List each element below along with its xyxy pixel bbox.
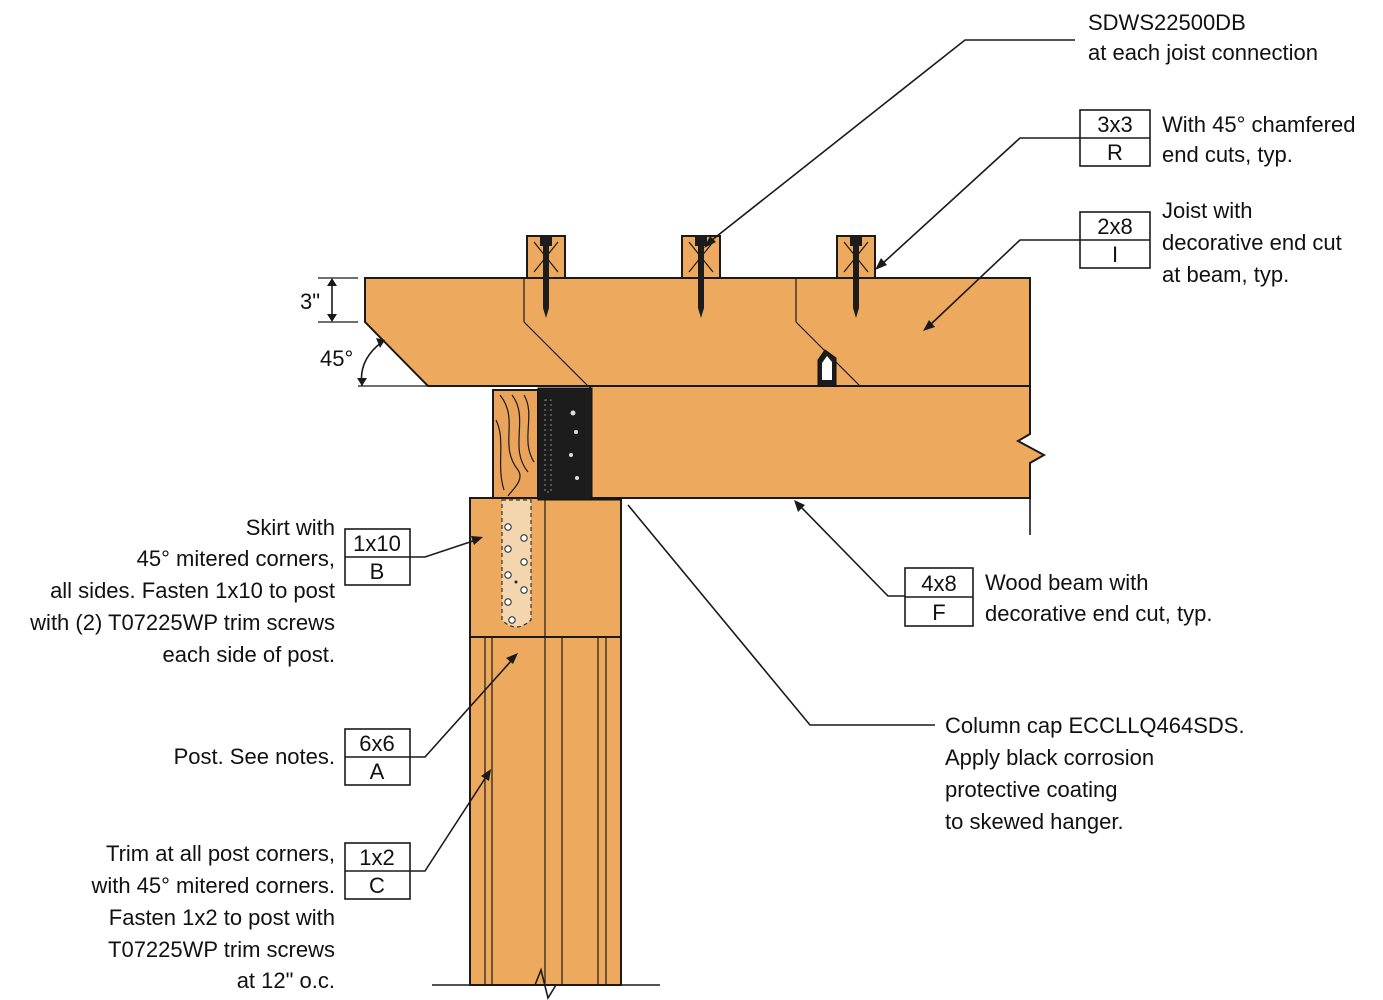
callout-beam: 4x8 F Wood beam with decorative end cut,…	[904, 567, 1212, 627]
joist-size-tag: 2x8	[1097, 214, 1132, 239]
skirt-line-4: with (2) T07225WP trim screws	[29, 610, 335, 635]
skirt-fastener-plate	[501, 499, 532, 628]
callout-trim: 1x2 C Trim at all post corners, with 45°…	[90, 841, 411, 993]
sdws-line-1: SDWS22500DB	[1088, 10, 1246, 35]
skirt-size-tag: 1x10	[353, 531, 401, 556]
beam-end-grain	[492, 389, 539, 499]
joist-line-1: Joist with	[1162, 198, 1252, 223]
callout-joist: 2x8 I Joist with decorative end cut at b…	[1079, 198, 1342, 287]
skirt-line-2: 45° mitered corners,	[137, 546, 335, 571]
trim-line-1: Trim at all post corners,	[106, 841, 335, 866]
skirt-line-1: Skirt with	[246, 515, 335, 540]
skirt-line-3: all sides. Fasten 1x10 to post	[50, 578, 335, 603]
post-line-1: Post. See notes.	[174, 744, 335, 769]
beam-size-tag: 4x8	[921, 571, 956, 596]
trim-line-3: Fasten 1x2 to post with	[109, 905, 335, 930]
callout-rafter: 3x3 R With 45° chamfered end cuts, typ.	[1079, 109, 1355, 167]
callout-post: 6x6 A Post. See notes.	[174, 728, 411, 786]
trim-line-5: at 12" o.c.	[237, 968, 335, 993]
trim-code-tag: C	[369, 873, 385, 898]
joist-line-3: at beam, typ.	[1162, 262, 1289, 287]
rafter-code-tag: R	[1107, 140, 1123, 165]
column-cap-line-4: to skewed hanger.	[945, 809, 1124, 834]
trim-line-4: T07225WP trim screws	[108, 937, 335, 962]
post-size-tag: 6x6	[359, 731, 394, 756]
rafter-3x3-left	[526, 235, 566, 318]
column-cap-line-2: Apply black corrosion	[945, 745, 1154, 770]
column-cap-line-1: Column cap ECCLLQ464SDS.	[945, 713, 1245, 738]
beam-code-tag: F	[932, 600, 945, 625]
dimension-angle: 45°	[320, 338, 428, 387]
leader-lines	[345, 39, 1080, 872]
sdws-screw	[853, 246, 859, 308]
joist-line-2: decorative end cut	[1162, 230, 1342, 255]
rafter-line-2: end cuts, typ.	[1162, 142, 1293, 167]
beam-line-1: Wood beam with	[985, 570, 1148, 595]
callout-skirt: 1x10 B Skirt with 45° mitered corners, a…	[29, 515, 411, 667]
skirt-1x10	[469, 497, 622, 638]
angle-dimension-label: 45°	[320, 346, 353, 371]
callout-sdws: SDWS22500DB at each joist connection	[1088, 10, 1318, 65]
post-code-tag: A	[370, 759, 385, 784]
depth-dimension-label: 3"	[300, 289, 320, 314]
joist-code-tag: I	[1112, 242, 1118, 267]
callout-column-cap: Column cap ECCLLQ464SDS. Apply black cor…	[945, 713, 1245, 834]
column-cap-line-3: protective coating	[945, 777, 1117, 802]
column-cap-hardware	[537, 387, 621, 501]
beam-line-2: decorative end cut, typ.	[985, 601, 1212, 626]
skirt-code-tag: B	[370, 559, 385, 584]
trim-line-2: with 45° mitered corners.	[90, 873, 335, 898]
rafter-line-1: With 45° chamfered	[1162, 112, 1355, 137]
rafter-size-tag: 3x3	[1097, 112, 1132, 137]
skirt-line-5: each side of post.	[163, 642, 335, 667]
trim-size-tag: 1x2	[359, 845, 394, 870]
dimension-depth: 3"	[300, 277, 358, 323]
sdws-screw	[543, 246, 549, 308]
sdws-line-2: at each joist connection	[1088, 40, 1318, 65]
post-6x6	[432, 636, 660, 1000]
joist-2x8	[364, 277, 1031, 387]
sdws-screw	[698, 246, 704, 308]
rafter-3x3-right	[836, 235, 876, 318]
